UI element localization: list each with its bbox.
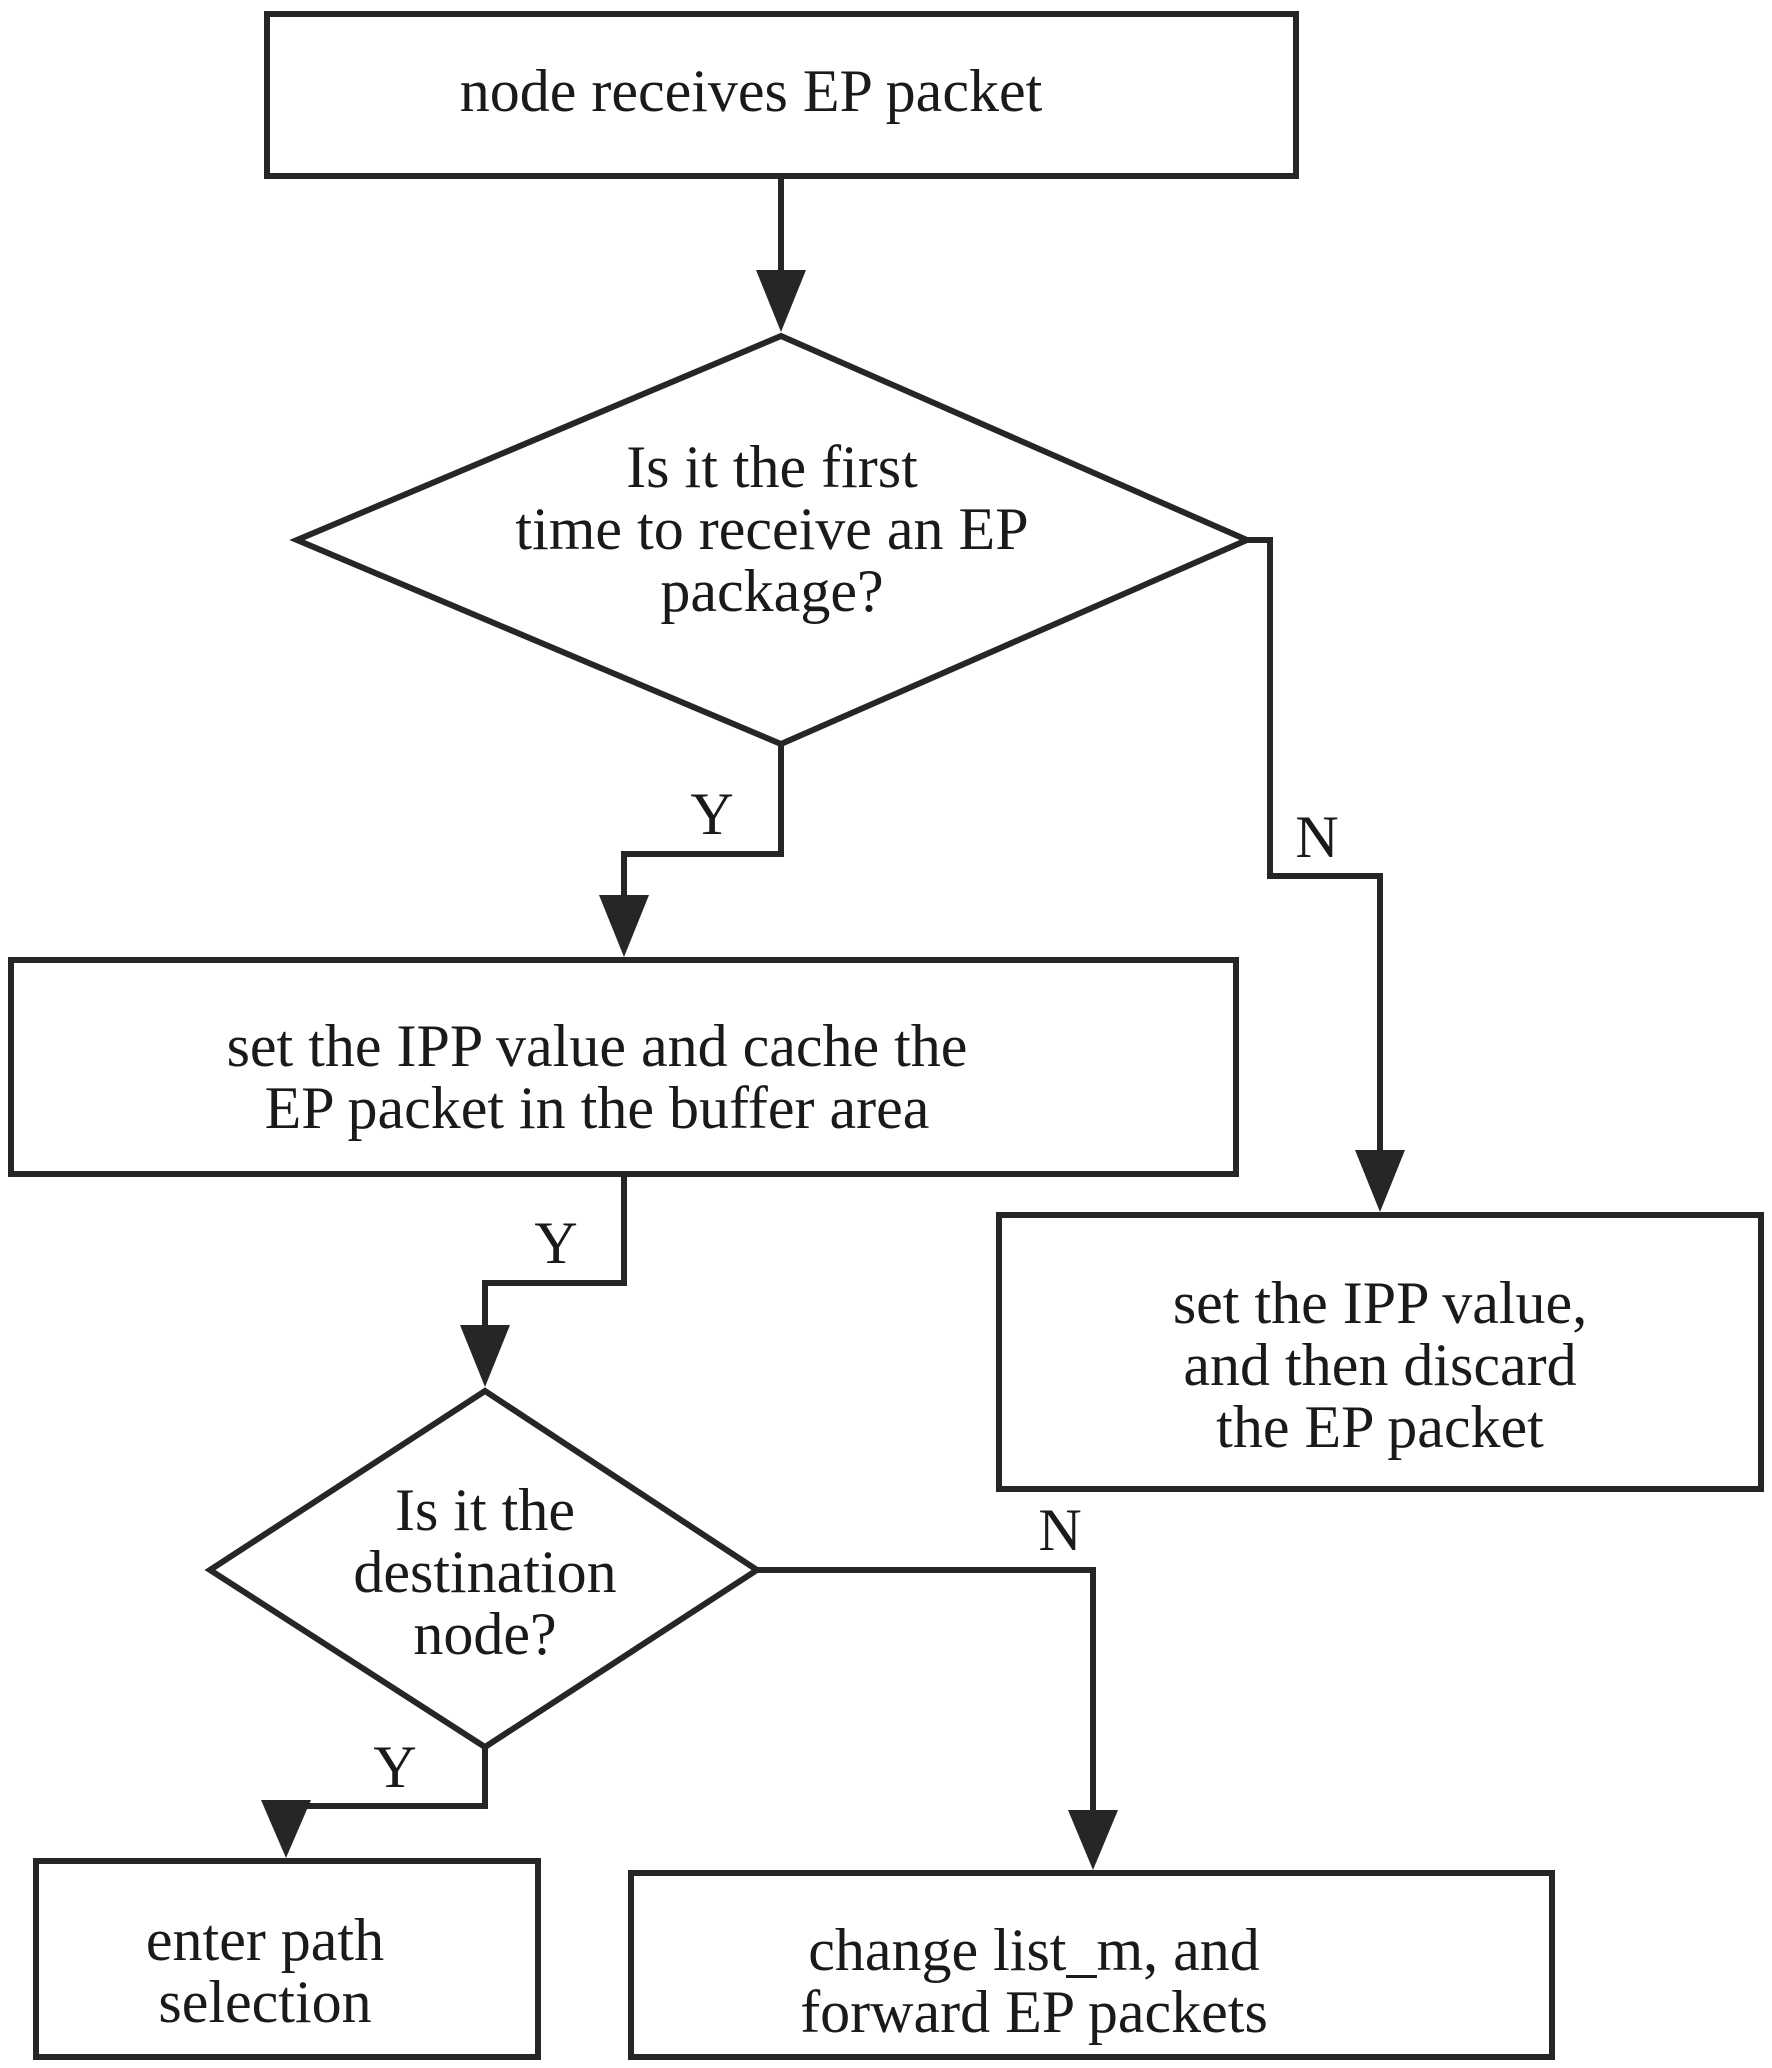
forward-line-1: change list_m, and xyxy=(808,1917,1260,1983)
edge-label-cache-yes: Y xyxy=(534,1210,577,1276)
edge-label-first-no: N xyxy=(1295,804,1338,870)
connector-dest-yes-to-path-selection xyxy=(261,1747,488,1858)
decision-dest-line-2: destination xyxy=(353,1539,616,1605)
connector-dest-no-to-forward xyxy=(757,1567,1118,1870)
decision-first-line-1: Is it the first xyxy=(626,434,918,500)
set-discard-line-1: set the IPP value, xyxy=(1173,1270,1587,1336)
process-set-cache: set the IPP value and cache the EP packe… xyxy=(8,957,1239,1177)
start-line-1: node receives EP packet xyxy=(460,58,1043,124)
set-cache-line-1: set the IPP value and cache the xyxy=(227,1013,968,1079)
decision-first-line-2: time to receive an EP xyxy=(515,496,1028,562)
set-cache-line-2: EP packet in the buffer area xyxy=(265,1075,930,1141)
process-path-selection: enter path selection xyxy=(33,1858,541,2060)
decision-first-line-3: package? xyxy=(660,558,883,624)
process-forward: change list_m, and forward EP packets xyxy=(628,1870,1555,2060)
forward-line-2: forward EP packets xyxy=(800,1979,1268,2045)
decision-dest-line-1: Is it the xyxy=(395,1477,575,1543)
edge-label-dest-no: N xyxy=(1038,1497,1081,1563)
decision-destination-node: Is it the destination node? xyxy=(204,1387,763,1751)
path-selection-line-2: selection xyxy=(158,1969,371,2035)
process-node-receives: node receives EP packet xyxy=(264,11,1299,179)
connector-first-no-to-set-discard xyxy=(1247,537,1405,1212)
edge-label-first-yes: Y xyxy=(690,781,733,847)
connector-cache-yes-to-decision-dest xyxy=(460,1174,627,1387)
connector-first-yes-to-set-cache xyxy=(599,744,784,957)
edge-label-dest-yes: Y xyxy=(373,1734,416,1800)
set-discard-line-3: the EP packet xyxy=(1216,1394,1544,1460)
connector-start-to-decision-first xyxy=(756,176,806,332)
decision-first-time: Is it the first time to receive an EP pa… xyxy=(289,332,1255,748)
decision-dest-line-3: node? xyxy=(413,1601,556,1667)
set-discard-line-2: and then discard xyxy=(1183,1332,1576,1398)
process-set-discard: set the IPP value, and then discard the … xyxy=(996,1212,1764,1492)
path-selection-line-1: enter path xyxy=(146,1907,384,1973)
